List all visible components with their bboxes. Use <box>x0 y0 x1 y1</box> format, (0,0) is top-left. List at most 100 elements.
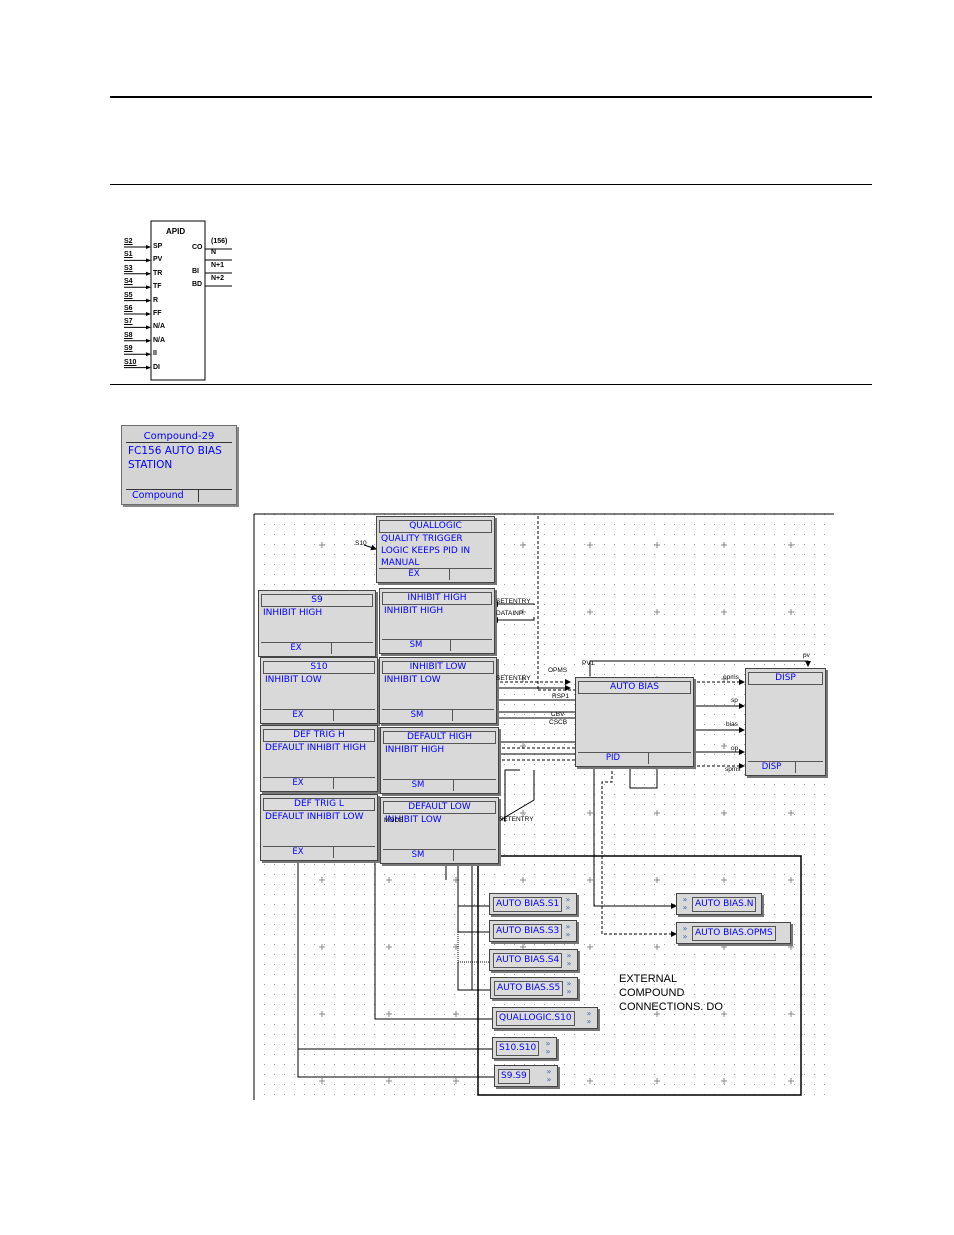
block-type: PID <box>605 753 621 763</box>
grid-plus <box>520 676 526 682</box>
block-footer: SM <box>382 639 492 651</box>
connection-ref-label: AUTO BIAS.S4 <box>493 953 563 968</box>
pin-label-spms-out: spms <box>725 766 741 773</box>
block-footer: EX <box>261 642 373 654</box>
chevron-connector-icon: »» <box>545 1039 551 1056</box>
block-title: DISP <box>748 672 823 685</box>
grid-plus <box>788 877 794 883</box>
grid-plus <box>654 609 660 615</box>
connection-ref-ql-s10[interactable]: QUALLOGIC.S10»» <box>492 1007 598 1029</box>
block-footer: SM <box>383 779 496 791</box>
grid-plus <box>319 944 325 950</box>
block-description <box>580 694 690 752</box>
block-auto-bias[interactable]: AUTO BIAS PID <box>575 677 694 767</box>
apid-input-signal: S5 <box>124 291 133 299</box>
compound-title: Compound-29 <box>126 431 232 443</box>
connection-ref-label: S10.S10 <box>496 1041 540 1056</box>
grid-plus <box>788 542 794 548</box>
apid-input-arrows <box>124 245 151 370</box>
block-description: INHIBIT LOW <box>265 675 322 685</box>
block-type: EX <box>408 569 420 579</box>
apid-input-pin: R <box>153 296 159 304</box>
grid-plus <box>587 542 593 548</box>
block-disp[interactable]: DISP DISP <box>745 668 826 776</box>
grid-plus <box>788 1011 794 1017</box>
apid-input-arrow <box>146 338 151 343</box>
connection-ref-label: AUTO BIAS.OPMS <box>692 926 776 941</box>
pin-label-sp-out: sp <box>731 697 738 704</box>
apid-input-arrow <box>146 352 151 357</box>
grid-plus <box>386 877 392 883</box>
block-title: INHIBIT LOW <box>382 661 494 674</box>
pin-label-cscb: CSCB <box>549 719 568 726</box>
apid-input-signal: S4 <box>124 278 133 286</box>
connection-ref-label: QUALLOGIC.S10 <box>496 1011 575 1026</box>
connection-ref-ab-s1[interactable]: AUTO BIAS.S1»» <box>489 893 577 915</box>
rule-middle <box>110 184 872 185</box>
apid-output-label: (156) <box>211 238 228 245</box>
pin-label-setentry2: SETENTRY <box>496 675 531 682</box>
block-type: SM <box>410 710 424 720</box>
block-description: DEFAULT INHIBIT LOW <box>265 812 364 822</box>
apid-input-pin: II <box>153 350 157 358</box>
connection-ref-s10-s10[interactable]: S10.S10 »» <box>492 1037 557 1059</box>
block-type: EX <box>292 710 304 720</box>
grid-plus <box>319 542 325 548</box>
grid-plus <box>587 1078 593 1084</box>
connection-ref-ab-s4[interactable]: AUTO BIAS.S4»» <box>489 949 578 971</box>
pin-label-rsp1: RSP1 <box>552 693 569 700</box>
connection-ref-label: AUTO BIAS.S3 <box>493 924 563 939</box>
apid-function-block <box>124 220 232 381</box>
apid-input-signal: S7 <box>124 318 133 326</box>
grid-plus <box>386 944 392 950</box>
grid-plus <box>319 1011 325 1017</box>
grid-plus <box>654 542 660 548</box>
pin-label-setentry3: SETENTRY <box>499 816 534 823</box>
rule-lower <box>110 384 872 385</box>
apid-input-signal: S2 <box>124 238 133 245</box>
block-title: S10 <box>263 661 375 674</box>
apid-input-pin: N/A <box>153 323 166 331</box>
grid-plus <box>654 1078 660 1084</box>
connection-ref-ab-s5[interactable]: AUTO BIAS.S5»» <box>490 977 578 999</box>
grid-plus <box>520 810 526 816</box>
pin-label-op-out: op <box>731 745 739 752</box>
grid-plus <box>654 810 660 816</box>
connection-ref-ab-s3[interactable]: AUTO BIAS.S3»» <box>489 920 577 942</box>
grid-plus <box>386 1078 392 1084</box>
connection-ref-ab-opms[interactable]: AUTO BIAS.OPMS»» <box>676 922 791 944</box>
grid-plus <box>721 877 727 883</box>
apid-input-signal: S1 <box>124 251 133 259</box>
apid-input-arrow <box>146 298 151 303</box>
apid-title: APID <box>166 227 186 236</box>
apid-output-lines <box>205 248 232 287</box>
block-type: EX <box>292 778 304 788</box>
pin-label-pv-out: pv <box>803 652 810 659</box>
pin-label-cbv: CBV <box>551 711 565 718</box>
block-title: S9 <box>261 594 373 607</box>
apid-input-arrow <box>146 325 151 330</box>
block-type: SM <box>411 780 425 790</box>
pin-label-pv1: PV1 <box>582 660 595 667</box>
compound-block[interactable]: Compound-29 FC156 AUTO BIAS STATION Comp… <box>121 425 237 505</box>
block-title: AUTO BIAS <box>578 681 691 694</box>
apid-input-arrow <box>146 245 151 249</box>
block-footer: PID <box>578 752 691 764</box>
connection-ref-s9-s9[interactable]: S9.S9»» <box>494 1065 558 1087</box>
grid-plus <box>721 743 727 749</box>
block-footer: EX <box>263 846 375 858</box>
connection-ref-ab-n[interactable]: AUTO BIAS.N»» <box>676 893 762 915</box>
apid-input-pin: PV <box>153 256 163 264</box>
block-type: SM <box>411 850 425 860</box>
block-footer: DISP <box>748 761 823 773</box>
grid-plus <box>319 877 325 883</box>
